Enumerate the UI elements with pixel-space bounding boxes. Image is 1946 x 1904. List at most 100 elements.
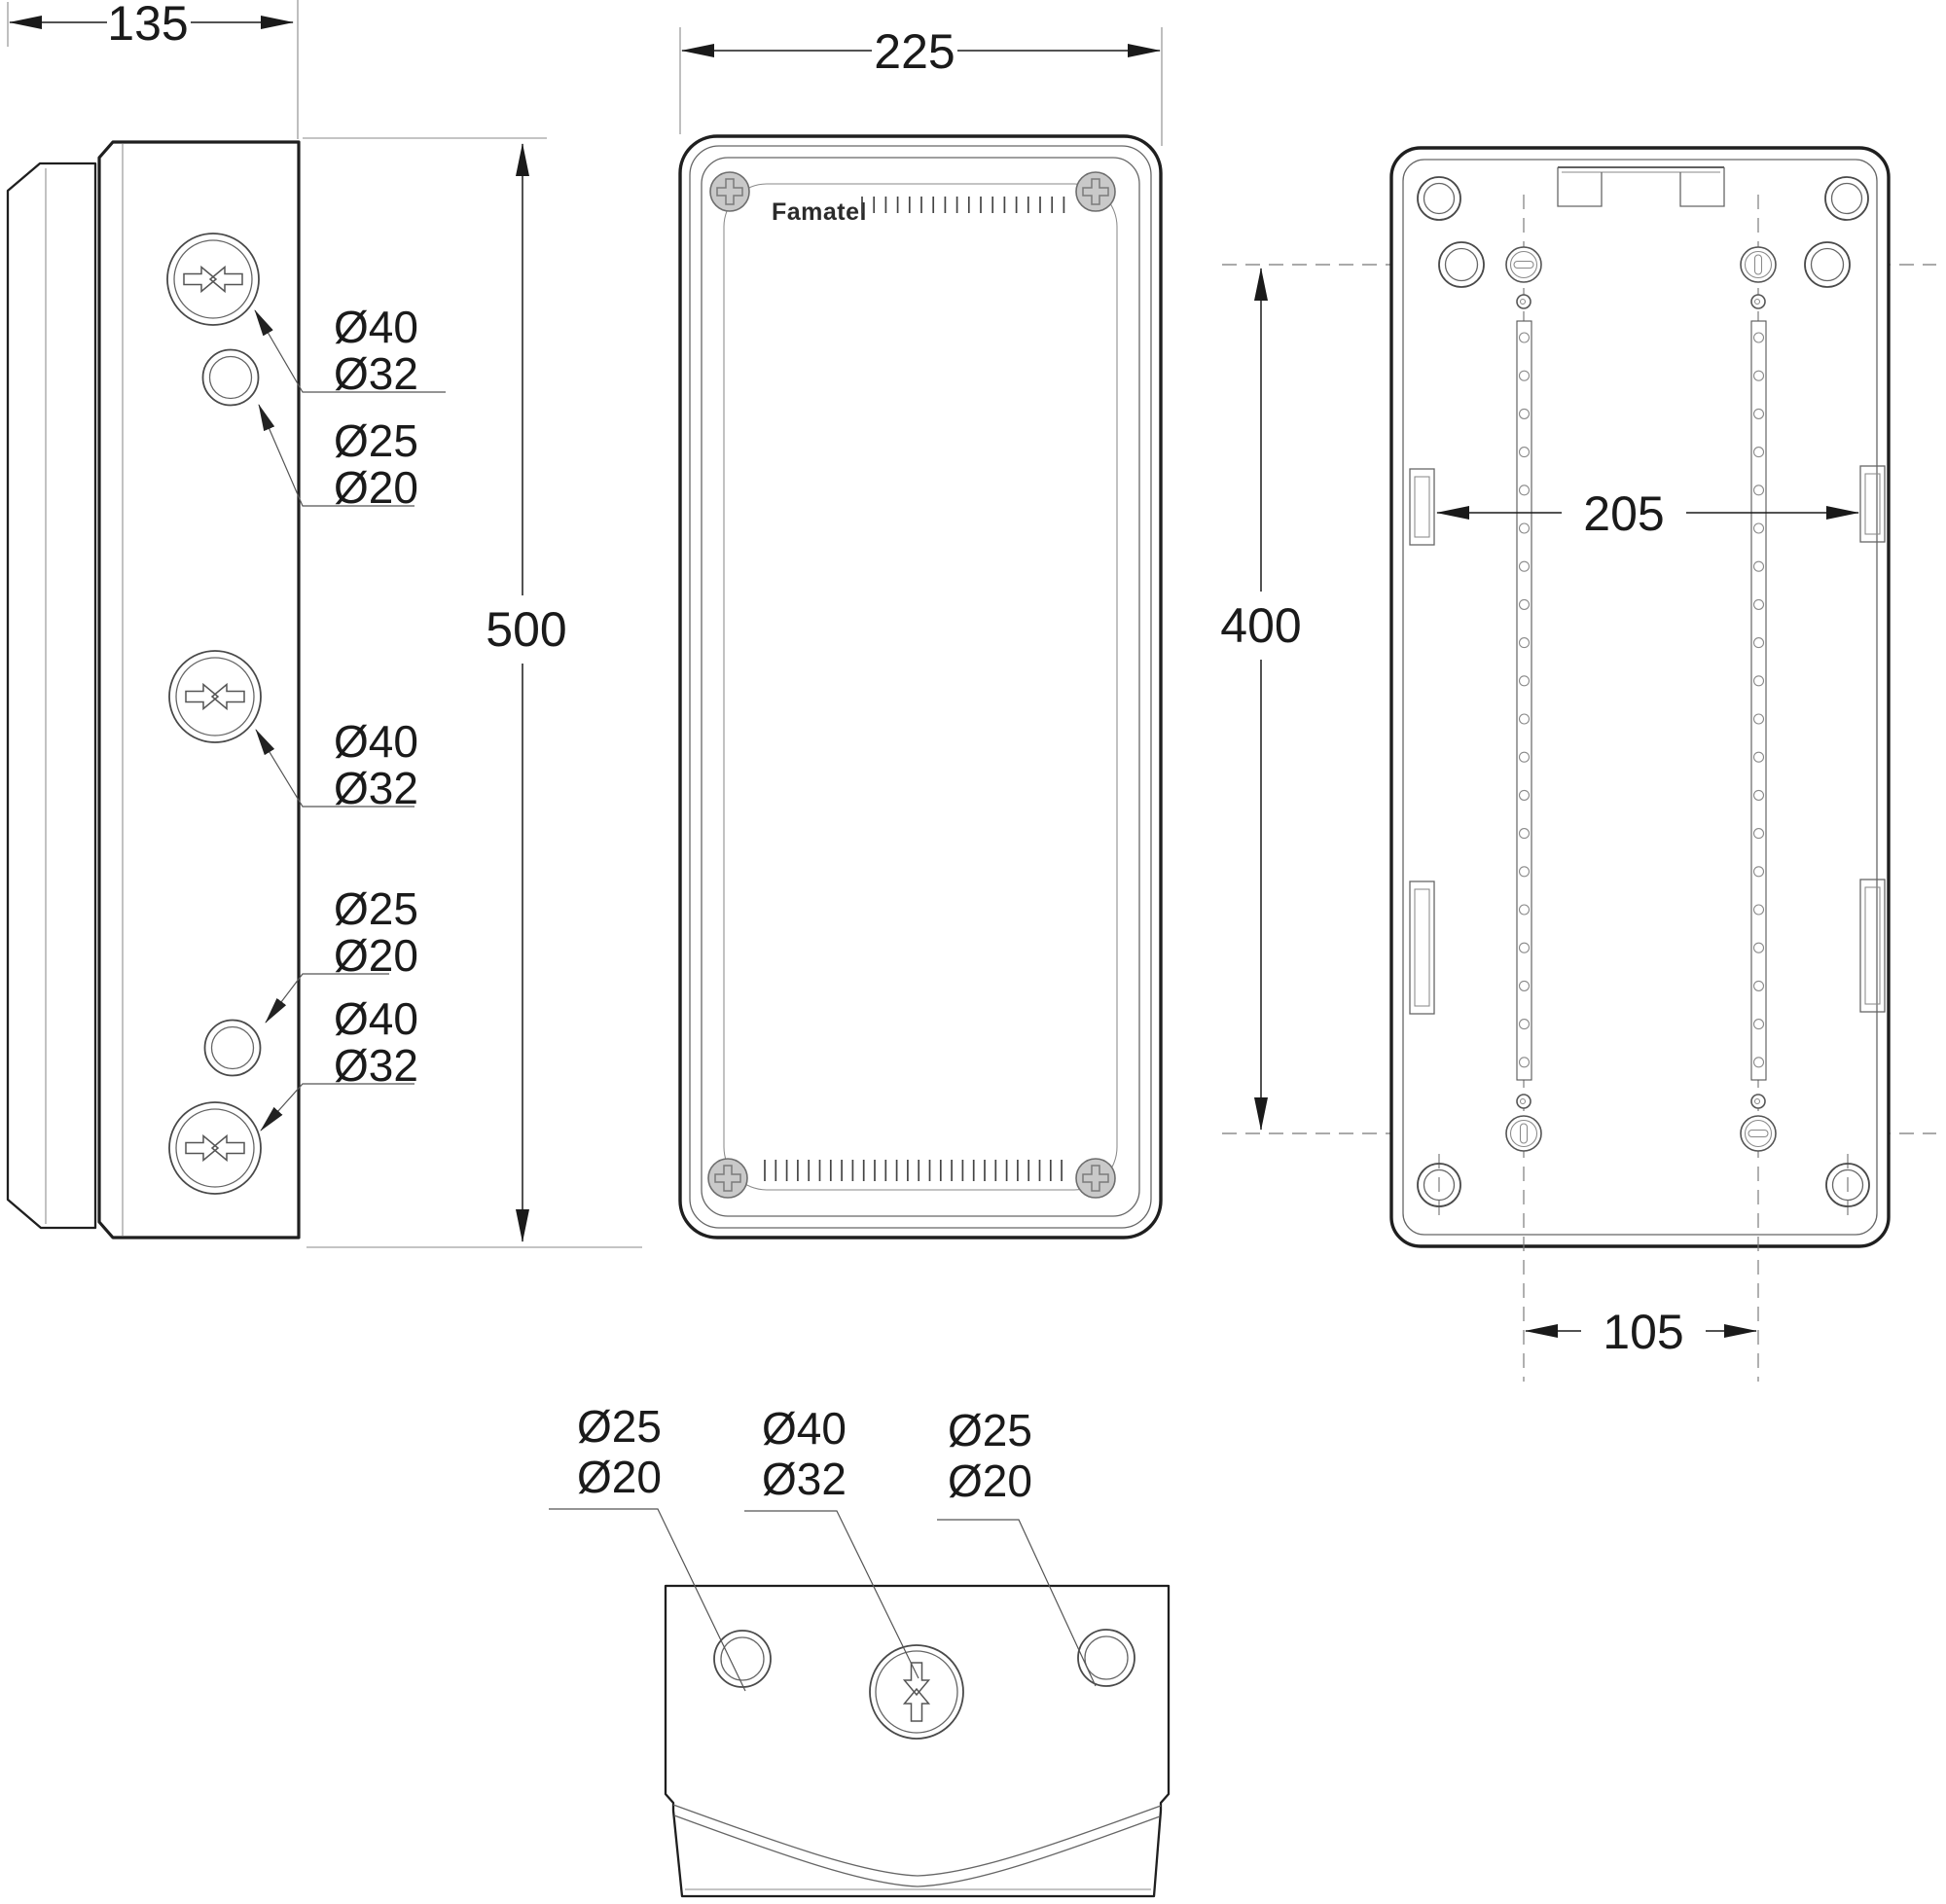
dim-mount-width: 205 xyxy=(1436,486,1859,541)
strip-hole xyxy=(1752,751,1765,763)
strip-hole xyxy=(1518,560,1531,572)
dim-mount-height-value: 400 xyxy=(1220,598,1301,653)
strip-hole xyxy=(1518,522,1531,534)
leader-line xyxy=(254,309,446,393)
back-keyhole-screw-bottom-left xyxy=(1505,1115,1542,1152)
front-vent-ticks-top xyxy=(861,197,1065,213)
back-tab-upper-left xyxy=(1409,468,1435,546)
bottom-knockout-large-center xyxy=(869,1644,964,1740)
knockout-size-label: Ø25 xyxy=(577,1401,662,1452)
dim-width-value: 225 xyxy=(874,24,955,79)
back-pilot-screw xyxy=(1750,1094,1766,1109)
back-corner-hole-bottom-right xyxy=(1825,1163,1870,1207)
front-screw-top-left xyxy=(709,171,750,212)
strip-hole xyxy=(1518,789,1531,801)
side-knockout-small-top xyxy=(201,348,260,407)
strip-hole xyxy=(1752,942,1765,953)
back-tab-lower-left xyxy=(1409,880,1435,1015)
strip-hole xyxy=(1518,332,1531,343)
back-hole-left xyxy=(1438,241,1485,288)
strip-hole xyxy=(1518,1057,1531,1068)
leader-line xyxy=(549,1508,746,1692)
strip-hole xyxy=(1752,332,1765,343)
back-top-clip xyxy=(1557,166,1725,207)
strip-hole xyxy=(1752,675,1765,687)
strip-hole xyxy=(1518,942,1531,953)
side-knockout-large-bottom xyxy=(168,1101,262,1195)
bottom-view: Ø25 Ø20 Ø40 Ø32 Ø25 Ø20 xyxy=(549,1401,1171,1898)
back-corner-hole-top-right xyxy=(1824,176,1869,221)
knockout-arrows-icon xyxy=(903,1662,930,1722)
back-mounting-strip-right xyxy=(1750,320,1767,1081)
back-hole-right xyxy=(1804,241,1851,288)
side-knockout-large-middle xyxy=(168,650,262,743)
knockout-arrows-icon xyxy=(185,1134,245,1162)
leader-line xyxy=(260,1083,414,1132)
front-screw-top-right xyxy=(1075,171,1116,212)
strip-hole xyxy=(1518,598,1531,610)
strip-hole xyxy=(1752,447,1765,458)
bottom-knockout-small-left xyxy=(713,1630,772,1688)
knockout-size-label: Ø20 xyxy=(948,1455,1032,1506)
knockout-size-label: Ø25 xyxy=(334,415,418,466)
knockout-size-label: Ø20 xyxy=(334,930,418,981)
knockout-size-label: Ø25 xyxy=(334,883,418,934)
dim-mount-height: 400 xyxy=(1220,268,1302,1131)
dim-height: 500 xyxy=(303,137,642,1248)
side-lid-outline xyxy=(6,162,97,1230)
knockout-size-label: Ø20 xyxy=(577,1452,662,1502)
knockout-size-label: Ø25 xyxy=(948,1405,1032,1455)
side-view: Ø40 Ø32 Ø25 Ø20 Ø40 Ø32 Ø25 Ø20 Ø40 Ø32 xyxy=(6,140,446,1239)
strip-hole xyxy=(1752,408,1765,419)
back-tab-upper-right xyxy=(1859,465,1886,543)
dim-depth: 135 xyxy=(7,0,299,139)
leader-line xyxy=(258,404,414,507)
front-screw-bottom-left xyxy=(707,1158,748,1199)
bottom-outline xyxy=(664,1584,1171,1898)
knockout-size-label: Ø32 xyxy=(334,1040,418,1091)
front-vent-ticks-bottom xyxy=(764,1160,1063,1181)
side-knockout-large-top xyxy=(166,233,260,326)
front-outer-outline xyxy=(678,134,1163,1239)
back-strip-holes-left xyxy=(1518,332,1531,1068)
brand-logo: Famatel xyxy=(772,198,867,226)
strip-hole xyxy=(1752,485,1765,496)
back-outer-outline xyxy=(1389,146,1891,1248)
side-body-outline xyxy=(97,140,301,1239)
strip-hole xyxy=(1518,408,1531,419)
strip-hole xyxy=(1752,598,1765,610)
back-pilot-screw xyxy=(1516,294,1532,309)
strip-hole xyxy=(1518,447,1531,458)
knockout-size-label: Ø40 xyxy=(762,1403,847,1454)
strip-hole xyxy=(1752,522,1765,534)
strip-hole xyxy=(1752,866,1765,878)
front-inner-outline xyxy=(689,145,1152,1229)
bottom-lid-curve-lower xyxy=(673,1814,1161,1887)
dim-width: 225 xyxy=(679,24,1163,146)
leader-line xyxy=(744,1510,919,1679)
front-door-panel xyxy=(701,157,1140,1217)
knockout-size-label: Ø32 xyxy=(334,763,418,813)
strip-hole xyxy=(1752,370,1765,381)
strip-hole xyxy=(1752,1019,1765,1030)
dim-mount-width-value: 205 xyxy=(1583,486,1664,541)
back-keyhole-screw-top-right xyxy=(1740,246,1777,283)
back-corner-hole-bottom-left xyxy=(1417,1163,1461,1207)
strip-hole xyxy=(1518,828,1531,840)
strip-hole xyxy=(1518,637,1531,649)
knockout-size-label: Ø40 xyxy=(334,993,418,1044)
dimensions: 135 225 500 400 205 xyxy=(7,0,1859,1359)
back-keyhole-screw-bottom-right xyxy=(1740,1115,1777,1152)
strip-hole xyxy=(1518,1019,1531,1030)
strip-hole xyxy=(1752,560,1765,572)
front-view: Famatel xyxy=(678,134,1163,1239)
strip-hole xyxy=(1518,904,1531,916)
knockout-arrows-icon xyxy=(185,683,245,710)
strip-hole xyxy=(1518,713,1531,725)
strip-hole xyxy=(1518,751,1531,763)
leader-line xyxy=(937,1519,1097,1687)
dim-height-value: 500 xyxy=(486,602,566,657)
front-face-line xyxy=(723,183,1118,1191)
